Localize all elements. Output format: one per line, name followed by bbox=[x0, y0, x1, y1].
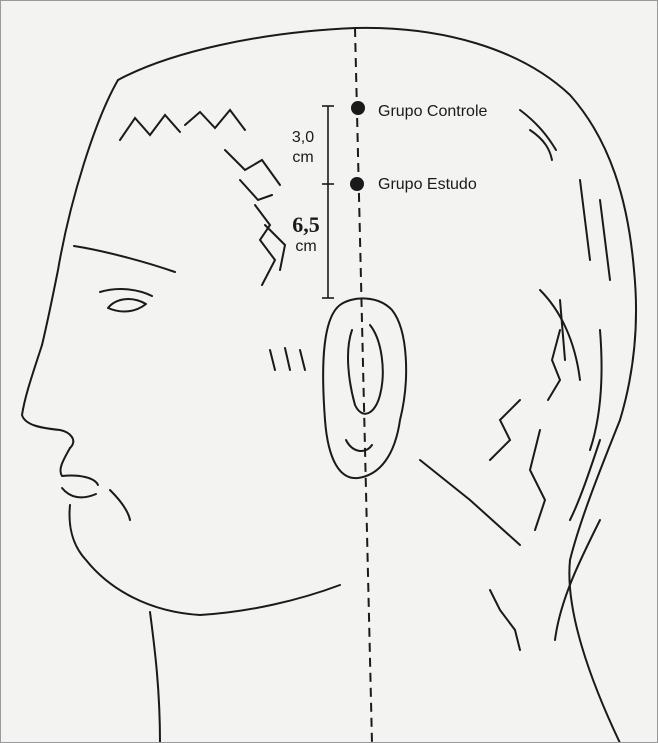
upper-measurement-value: 3,0 bbox=[283, 128, 323, 148]
upper-lip bbox=[60, 448, 98, 485]
lower-measurement: 6,5 cm bbox=[284, 212, 328, 256]
upper-measurement-unit: cm bbox=[283, 148, 323, 168]
cheek-line bbox=[110, 490, 130, 520]
lower-measurement-value: 6,5 bbox=[284, 212, 328, 238]
lower-lip bbox=[62, 488, 96, 497]
study-point-label: Grupo Estudo bbox=[378, 176, 477, 194]
study-point-marker bbox=[350, 177, 364, 191]
eye-outline bbox=[108, 299, 146, 311]
control-point-marker bbox=[351, 101, 365, 115]
eyelid bbox=[100, 289, 152, 296]
reference-line bbox=[355, 28, 372, 743]
ear-inner bbox=[348, 325, 383, 414]
neck-back bbox=[569, 420, 620, 743]
nose-outline bbox=[22, 345, 73, 448]
upper-measurement: 3,0 cm bbox=[283, 128, 323, 168]
chin-outline bbox=[70, 505, 340, 615]
forehead-outline bbox=[42, 80, 118, 345]
neck-front bbox=[150, 612, 160, 743]
control-point-label: Grupo Controle bbox=[378, 103, 487, 121]
lower-measurement-unit: cm bbox=[284, 238, 328, 256]
ear-lobe bbox=[346, 440, 372, 451]
eyebrow bbox=[74, 246, 175, 272]
skull-outline bbox=[118, 28, 636, 420]
